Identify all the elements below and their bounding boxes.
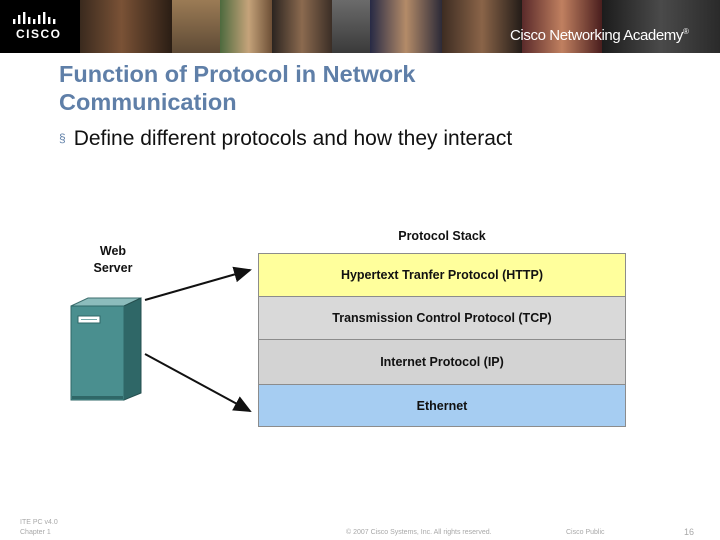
- cisco-bridge-icon: [13, 12, 56, 24]
- banner-photo: [332, 0, 370, 53]
- layer-ip: Internet Protocol (IP): [258, 339, 626, 385]
- footer-course: ITE PC v4.0: [20, 519, 58, 526]
- banner-photo: [80, 0, 172, 53]
- protocol-stack-title: Protocol Stack: [398, 229, 486, 243]
- page-number: 16: [684, 527, 695, 537]
- banner-photo: [442, 0, 522, 53]
- bullet-marker: §: [59, 131, 66, 145]
- cisco-logo-text: CISCO: [16, 27, 62, 41]
- protocol-stack: Hypertext Tranfer Protocol (HTTP) Transm…: [258, 253, 626, 427]
- banner-photo: [522, 0, 602, 53]
- bullet-text: Define different protocols and how they …: [73, 127, 513, 150]
- arrow-to-http: [144, 266, 252, 301]
- cisco-logo: CISCO: [0, 0, 80, 53]
- arrow-to-ethernet: [144, 353, 252, 412]
- web-server-icon: [70, 297, 142, 401]
- banner-photo: [602, 0, 720, 53]
- layer-http: Hypertext Tranfer Protocol (HTTP): [258, 253, 626, 297]
- bullet-item: § Define different protocols and how they…: [59, 127, 512, 151]
- footer-chapter: Chapter 1: [20, 529, 51, 536]
- banner-photo: [172, 0, 220, 53]
- web-server-label: Web Server: [93, 244, 133, 275]
- footer-course-info: ITE PC v4.0 Chapter 1: [20, 518, 58, 538]
- layer-tcp: Transmission Control Protocol (TCP): [258, 296, 626, 340]
- banner-photo: [220, 0, 272, 53]
- footer-classification: Cisco Public: [566, 529, 605, 536]
- footer-copyright: © 2007 Cisco Systems, Inc. All rights re…: [346, 529, 492, 536]
- brand-name: Cisco Networking Academy®: [510, 27, 689, 44]
- banner-photo: [370, 0, 442, 53]
- banner-photo: [272, 0, 332, 53]
- header-banner: CISCO Cisco Networking Academy®: [0, 0, 720, 53]
- page-title: Function of Protocol in Network Communic…: [59, 61, 416, 115]
- layer-ethernet: Ethernet: [258, 384, 626, 427]
